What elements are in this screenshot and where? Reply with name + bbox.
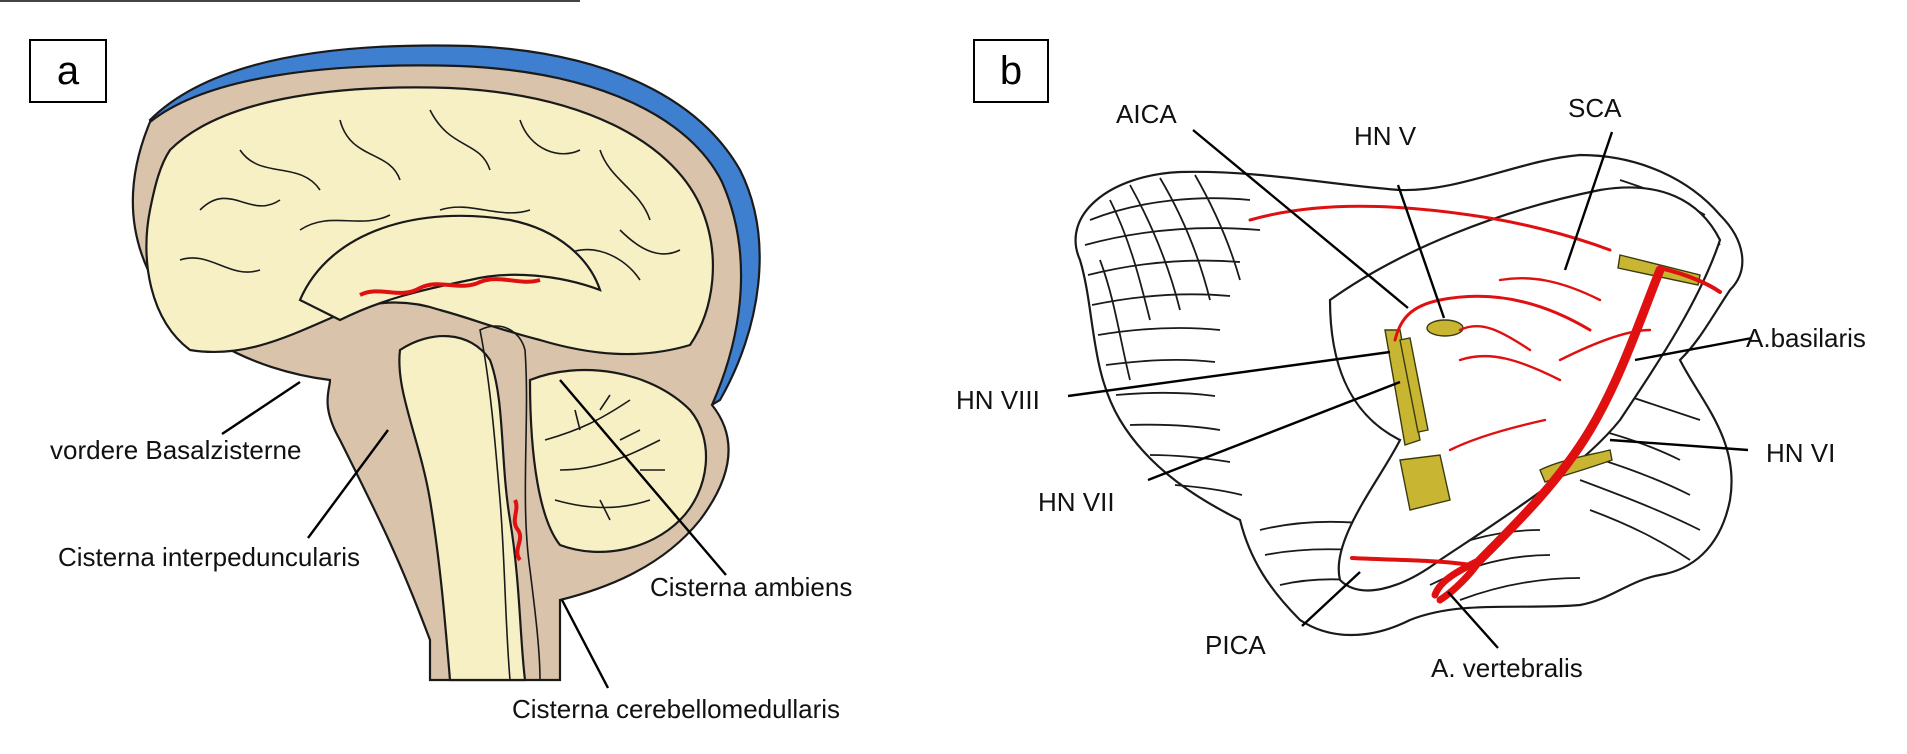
leader-a-basilaris: [1634, 336, 1753, 362]
panel-a: a vordere Basalzisterne: [29, 39, 852, 724]
pica-branch: [1350, 556, 1472, 567]
label-pica: PICA: [1205, 630, 1266, 660]
nerve-vii-bundle: [1399, 337, 1429, 433]
small-branches: [1448, 277, 1652, 452]
label-hn-vii: HN VII: [1038, 487, 1115, 517]
leader-a-vertebralis: [1447, 591, 1499, 649]
vertebral-artery-right: [1436, 556, 1484, 604]
leader-interpeduncularis: [307, 429, 389, 539]
panel-b-box: [973, 39, 1049, 103]
label-vordere-basalzisterne: vordere Basalzisterne: [50, 435, 301, 465]
nerve-viii-bundle: [1384, 329, 1421, 446]
label-a-basilaris: A.basilaris: [1746, 323, 1866, 353]
leader-hn-vii: [1147, 380, 1401, 482]
choroid-plexus: [359, 277, 541, 297]
leader-hn-vi: [1609, 438, 1749, 452]
label-hn-v: HN V: [1354, 121, 1417, 151]
arbor-vitae: [544, 394, 665, 521]
label-aica: AICA: [1116, 99, 1177, 129]
basilar-artery: [1475, 265, 1665, 565]
nerve-v-stump: [1426, 319, 1464, 337]
label-cisterna-interpeduncularis: Cisterna interpeduncularis: [58, 542, 360, 572]
leader-sca: [1563, 131, 1614, 271]
sca-branch: [1658, 266, 1722, 294]
brain-sagittal-drawing: [131, 44, 761, 682]
superior-branch: [1248, 204, 1612, 252]
cerebellar-folia: [1084, 174, 1721, 601]
nerve-bundle-lower: [1399, 454, 1451, 511]
brainstem-cerebellum-drawing: [1074, 153, 1744, 636]
leader-pica: [1301, 571, 1361, 627]
label-hn-vi: HN VI: [1766, 438, 1835, 468]
label-cisterna-ambiens: Cisterna ambiens: [650, 572, 852, 602]
leader-cerebellomedullaris: [560, 599, 610, 689]
csf-region: [479, 325, 541, 681]
leader-hn-v: [1396, 184, 1446, 319]
label-a-vertebralis: A. vertebralis: [1431, 653, 1583, 683]
label-sca: SCA: [1568, 93, 1622, 123]
gyri: [179, 109, 681, 281]
label-hn-viii: HN VIII: [956, 385, 1040, 415]
panel-b: b: [956, 39, 1866, 683]
leader-aica: [1192, 129, 1409, 309]
aica-branch: [1393, 294, 1592, 342]
choroid-4th: [512, 499, 523, 562]
leader-vordere: [221, 381, 301, 435]
panel-a-letter: a: [57, 49, 80, 93]
panel-a-box: [29, 39, 107, 103]
leader-ambiens: [559, 379, 727, 576]
corpus-callosum: [298, 214, 602, 322]
panel-b-letter: b: [1000, 49, 1022, 93]
leader-hn-viii: [1067, 350, 1391, 398]
label-cisterna-cerebellomedullaris: Cisterna cerebellomedullaris: [512, 694, 840, 724]
